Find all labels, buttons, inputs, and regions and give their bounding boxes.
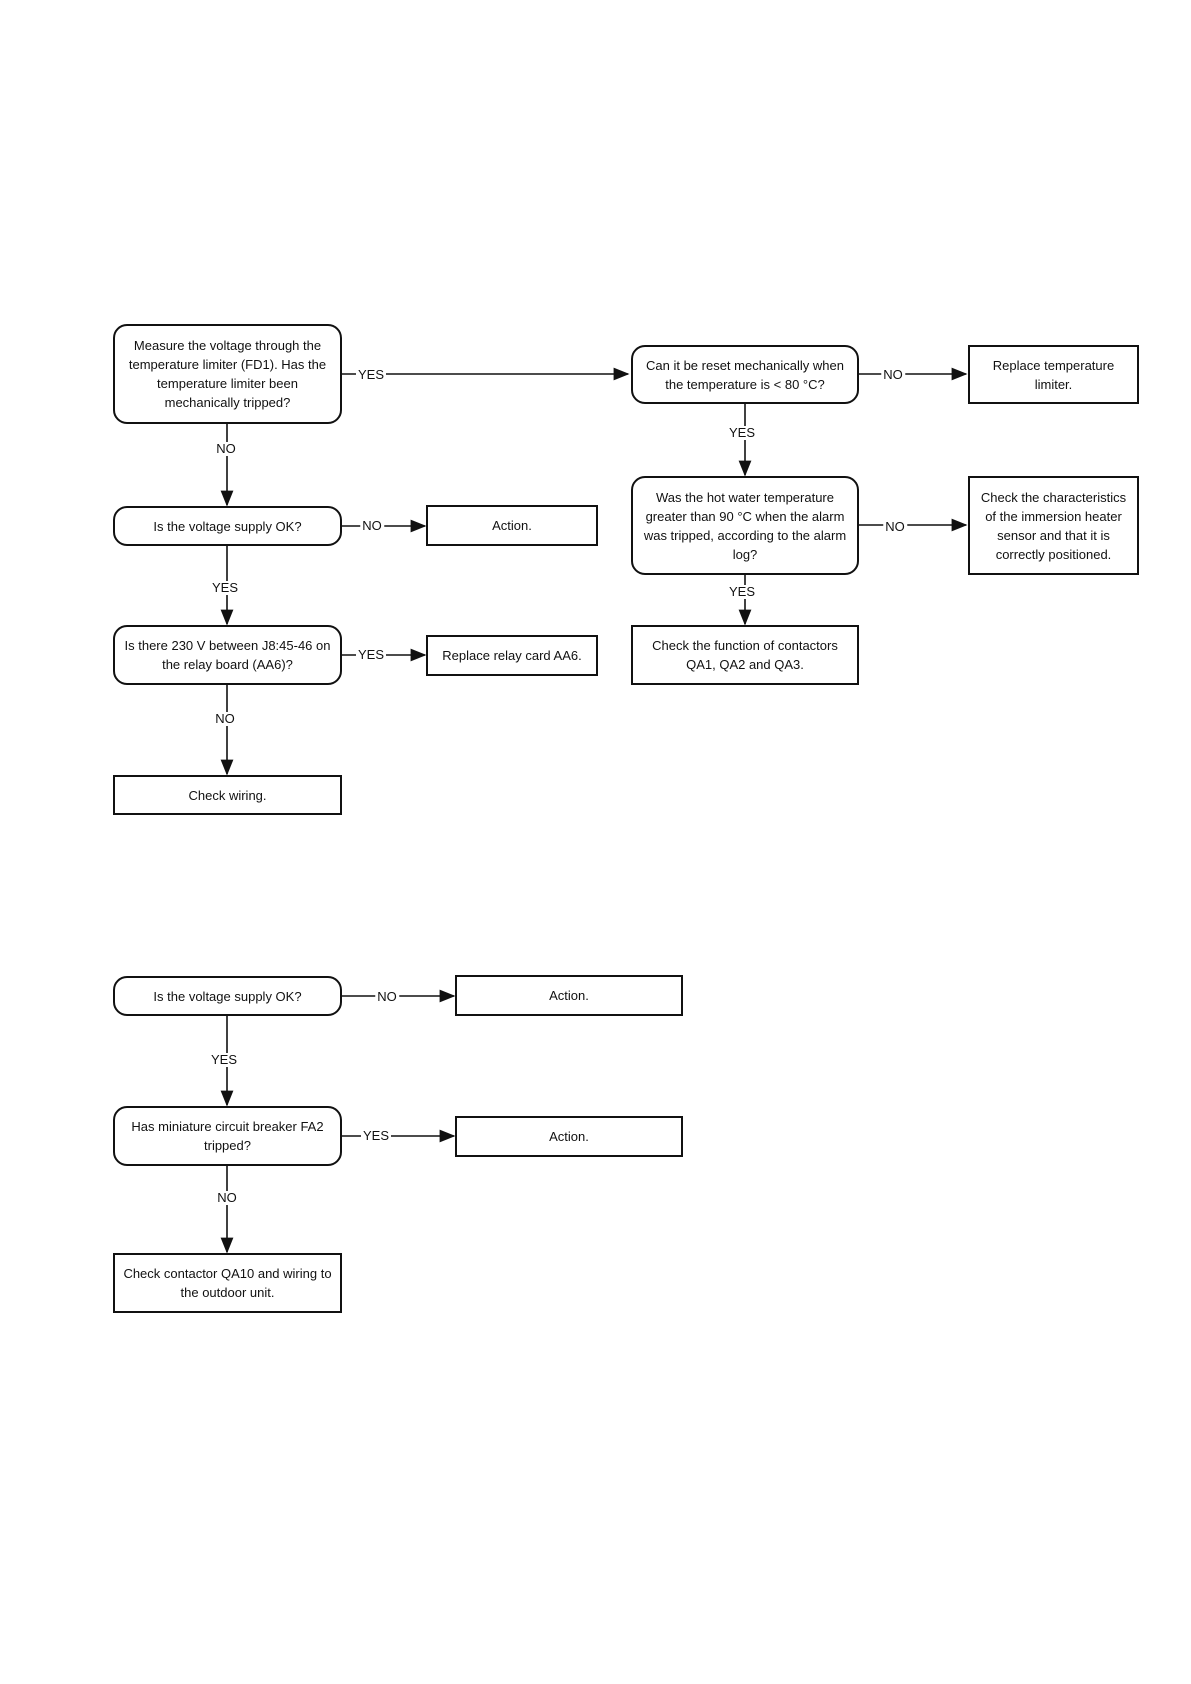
action-box-text: Action. xyxy=(492,518,532,533)
label-230v-no: NO xyxy=(213,711,237,726)
label-breaker-no: NO xyxy=(215,1190,239,1205)
label-supply-no: NO xyxy=(360,518,384,533)
question-voltage-supply: Is the voltage supply OK? xyxy=(113,506,342,546)
question-reset-mechanically: Can it be reset mechanically when the te… xyxy=(631,345,859,404)
question-circuit-breaker: Has miniature circuit breaker FA2 trippe… xyxy=(113,1106,342,1166)
action-box: Action. xyxy=(426,505,598,546)
action-check-wiring: Check wiring. xyxy=(113,775,342,815)
action-box-3: Action. xyxy=(455,1116,683,1157)
action-box-2-text: Action. xyxy=(549,988,589,1003)
action-check-sensor-characteristics: Check the characteristics of the immersi… xyxy=(968,476,1139,575)
label-hotwater-yes: YES xyxy=(726,584,758,599)
action-replace-relay-card-text: Replace relay card AA6. xyxy=(442,648,582,663)
action-replace-temperature-limiter: Replace temperature limiter. xyxy=(968,345,1139,404)
action-check-contactors-text: Check the function of contactors QA1, QA… xyxy=(652,638,838,672)
action-check-contactor-qa10-text: Check contactor QA10 and wiring to the o… xyxy=(123,1266,332,1300)
label-supply2-yes: YES xyxy=(208,1052,240,1067)
label-measure-yes: YES xyxy=(355,367,387,382)
question-measure-voltage: Measure the voltage through the temperat… xyxy=(113,324,342,424)
label-reset-yes: YES xyxy=(726,425,758,440)
action-box-3-text: Action. xyxy=(549,1129,589,1144)
action-check-contactors: Check the function of contactors QA1, QA… xyxy=(631,625,859,685)
question-230v: Is there 230 V between J8:45-46 on the r… xyxy=(113,625,342,685)
question-measure-voltage-text: Measure the voltage through the temperat… xyxy=(128,338,327,410)
question-voltage-supply-text: Is the voltage supply OK? xyxy=(153,518,302,534)
question-reset-mechanically-text: Can it be reset mechanically when the te… xyxy=(646,357,844,392)
question-hot-water-temperature: Was the hot water temperature greater th… xyxy=(631,476,859,575)
label-reset-no: NO xyxy=(881,367,905,382)
question-voltage-supply-2-text: Is the voltage supply OK? xyxy=(153,988,302,1004)
question-hot-water-temperature-text: Was the hot water temperature greater th… xyxy=(643,489,847,562)
label-supply-yes: YES xyxy=(209,580,241,595)
action-box-2: Action. xyxy=(455,975,683,1016)
question-voltage-supply-2: Is the voltage supply OK? xyxy=(113,976,342,1016)
action-check-contactor-qa10: Check contactor QA10 and wiring to the o… xyxy=(113,1253,342,1313)
label-measure-no: NO xyxy=(214,441,238,456)
action-check-wiring-text: Check wiring. xyxy=(188,787,267,803)
action-replace-temperature-limiter-text: Replace temperature limiter. xyxy=(992,357,1115,392)
action-replace-relay-card: Replace relay card AA6. xyxy=(426,635,598,676)
action-check-sensor-characteristics-text: Check the characteristics of the immersi… xyxy=(980,489,1127,562)
label-supply2-no: NO xyxy=(375,989,399,1004)
label-breaker-yes: YES xyxy=(360,1128,392,1143)
question-230v-text: Is there 230 V between J8:45-46 on the r… xyxy=(124,638,331,672)
question-circuit-breaker-text: Has miniature circuit breaker FA2 trippe… xyxy=(131,1119,324,1153)
label-hotwater-no: NO xyxy=(883,519,907,534)
label-230v-yes: YES xyxy=(355,647,387,662)
